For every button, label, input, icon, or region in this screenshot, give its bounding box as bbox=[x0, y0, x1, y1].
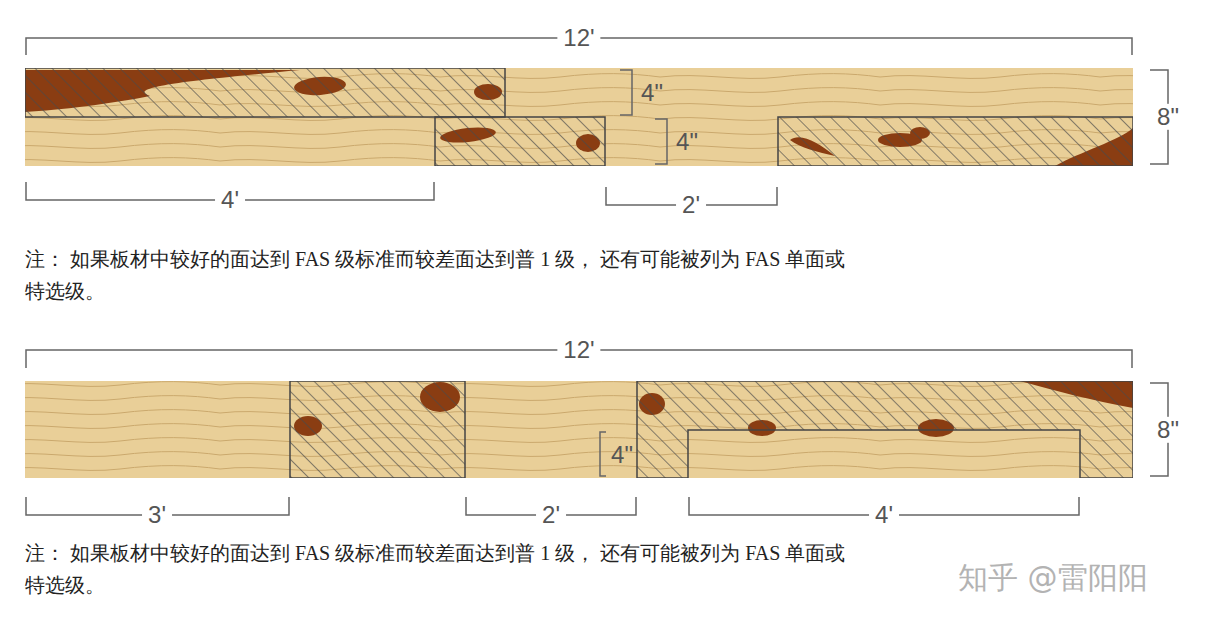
dimension-label: 3' bbox=[142, 502, 172, 528]
dimension-label: 4" bbox=[670, 129, 704, 155]
watermark: 知乎 @雷阳阳 bbox=[958, 558, 1148, 599]
note-text: 注： 如果板材中较好的面达到 FAS 级标准而较差面达到普 1 级， 还有可能被… bbox=[25, 537, 865, 601]
board-2 bbox=[25, 381, 1133, 478]
dimension-label: 4" bbox=[605, 442, 639, 468]
dimension-label: 8" bbox=[1151, 104, 1185, 130]
dimension-label: 4' bbox=[869, 502, 899, 528]
dimension-label: 2' bbox=[536, 502, 566, 528]
dimension-brackets bbox=[26, 38, 1168, 515]
dimension-label: 2' bbox=[676, 192, 706, 218]
note-text: 注： 如果板材中较好的面达到 FAS 级标准而较差面达到普 1 级， 还有可能被… bbox=[25, 243, 865, 307]
dimension-label: 4" bbox=[635, 80, 669, 106]
dimension-label: 4' bbox=[215, 187, 245, 213]
dimension-label: 8" bbox=[1151, 417, 1185, 443]
dimension-label: 12' bbox=[557, 337, 600, 363]
board-1 bbox=[25, 68, 1133, 166]
dimension-label: 12' bbox=[557, 25, 600, 51]
